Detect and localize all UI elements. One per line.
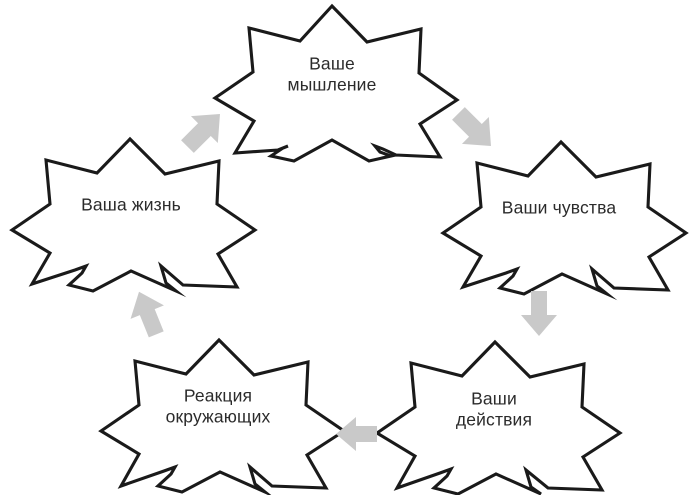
- arrow-reactions-to-life: [130, 291, 164, 338]
- arrow-feelings-to-actions: [521, 291, 557, 336]
- node-shape-thinking[interactable]: [212, 3, 460, 163]
- node-shape-feelings[interactable]: [440, 139, 689, 301]
- arrow-actions-to-reactions: [336, 417, 377, 451]
- arrow-life-to-thinking: [181, 114, 220, 153]
- arrow-thinking-to-feelings: [452, 107, 491, 146]
- node-shape-life[interactable]: [9, 136, 258, 298]
- node-shape-reactions[interactable]: [98, 337, 347, 495]
- node-shape-actions[interactable]: [374, 339, 623, 495]
